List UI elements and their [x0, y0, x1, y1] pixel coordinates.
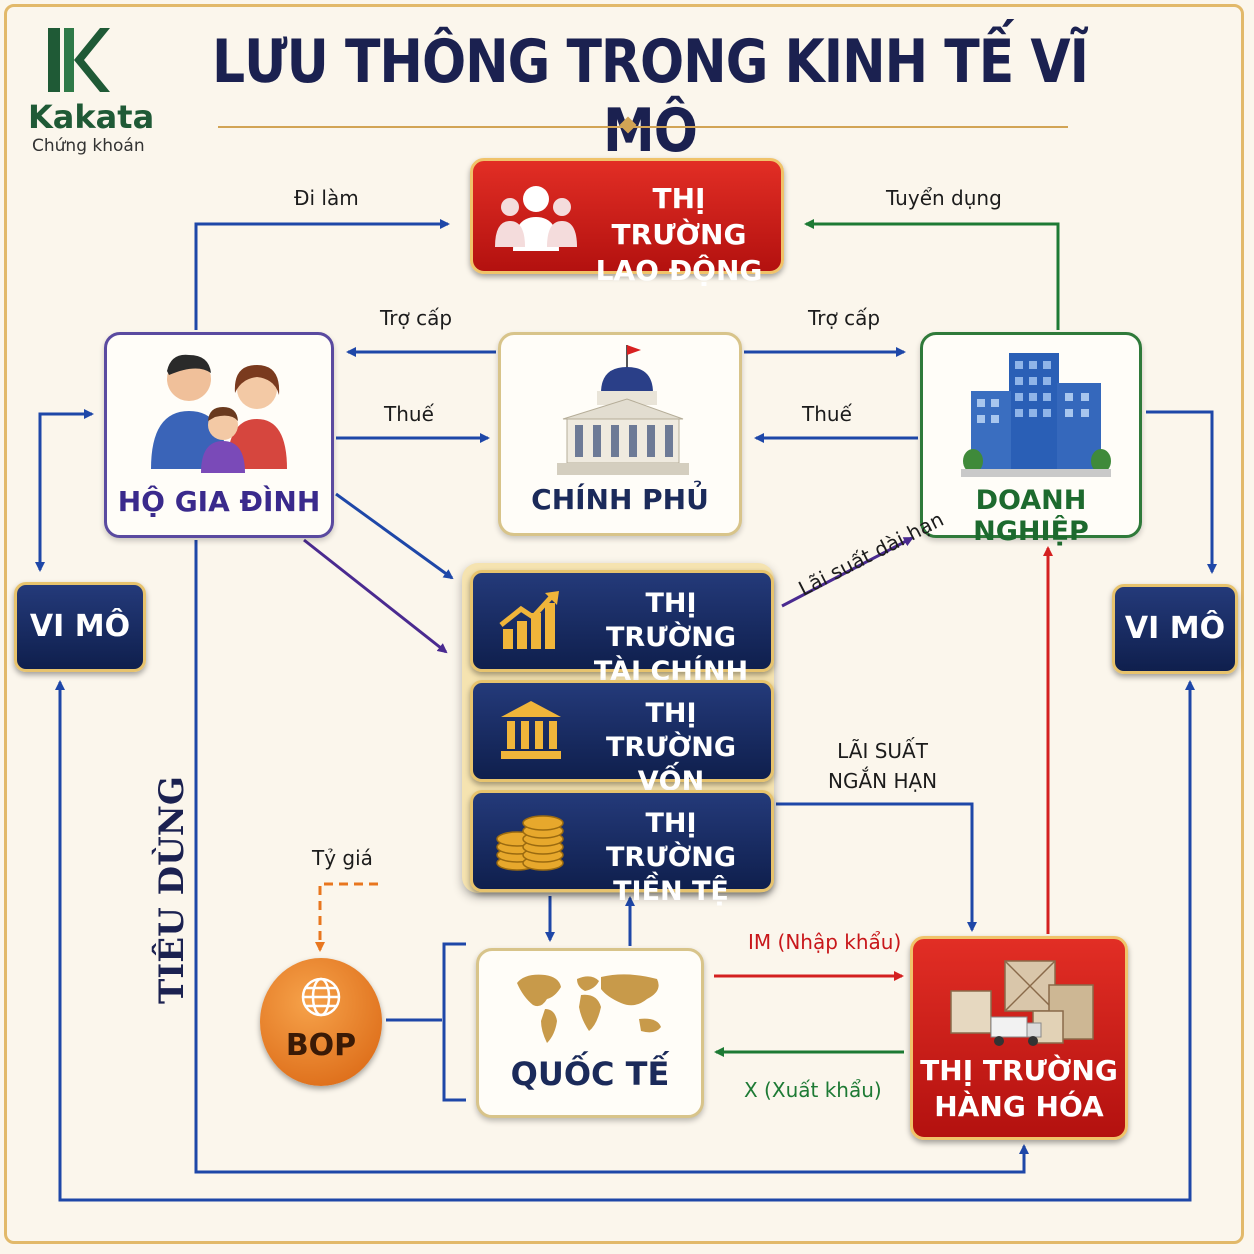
coins-icon: [496, 815, 564, 871]
capital-market-line1: THỊ TRƯỜNG: [605, 698, 737, 763]
micro-left-label: VI MÔ: [29, 609, 131, 644]
arrow-go-to-work: [194, 219, 450, 330]
brand-name: Kakata: [28, 98, 155, 136]
flow-exports: X (Xuất khẩu): [744, 1078, 882, 1102]
flow-short-rate-line1: LÃI SUẤT: [837, 739, 928, 763]
flow-exchange-rate: Tỷ giá: [312, 846, 373, 870]
arrow-hiring: [804, 219, 1060, 330]
money-market-line2: TIỀN TỆ: [613, 876, 729, 907]
rising-chart-icon: [499, 591, 559, 649]
international-node: QUỐC TẾ: [476, 948, 704, 1118]
household-label: HỘ GIA ĐÌNH: [117, 485, 321, 518]
capital-market-node: THỊ TRƯỜNG VỐN: [470, 680, 774, 797]
financial-market-line1: THỊ TRƯỜNG: [605, 588, 737, 653]
arrow-consumption: [194, 540, 1029, 1174]
government-node: CHÍNH PHỦ: [498, 332, 742, 536]
labor-market-line1: THỊ TRƯỜNG: [611, 182, 747, 251]
brand-subtitle: Chứng khoán: [32, 136, 145, 156]
flow-tax-left: Thuế: [384, 402, 434, 426]
people-icon: [495, 186, 577, 251]
flow-go-to-work: Đi làm: [294, 186, 359, 210]
arrow-outer-right: [1024, 680, 1195, 1202]
bop-node: BOP: [260, 958, 382, 1086]
financial-market-node: THỊ TRƯỜNG TÀI CHÍNH: [470, 570, 774, 687]
office-buildings-icon: [961, 353, 1111, 477]
title-divider: [218, 126, 1068, 128]
arrow-long-rate: [781, 536, 914, 608]
flow-tax-right: Thuế: [802, 402, 852, 426]
government-building-icon: [557, 345, 689, 475]
goods-market-node: THỊ TRƯỜNG HÀNG HÓA: [910, 936, 1128, 1140]
arrow-short-rate: [776, 802, 977, 932]
kakata-logo-icon: [48, 28, 110, 92]
arrow-micro-left-up: [38, 409, 94, 570]
arrow-household-to-finance: [335, 492, 454, 580]
globe-icon: [301, 977, 341, 1017]
business-label: DOANH NGHIỆP: [973, 485, 1089, 547]
government-label: CHÍNH PHỦ: [531, 483, 709, 516]
flow-consumption: TIÊU DÙNG: [152, 776, 192, 1004]
flow-subsidy-left: Trợ cấp: [380, 306, 453, 330]
goods-market-line2: HÀNG HÓA: [934, 1090, 1104, 1123]
arrow-household-to-finance-purple: [303, 538, 448, 654]
labor-market-line2: LAO ĐỘNG: [595, 254, 763, 287]
labor-market-node: THỊ TRƯỜNG LAO ĐỘNG: [470, 158, 784, 287]
micro-left-node: VI MÔ: [14, 582, 146, 672]
bop-label: BOP: [285, 1028, 357, 1063]
bop-bracket: [386, 942, 466, 1102]
household-node: HỘ GIA ĐÌNH: [104, 332, 334, 538]
arrow-outer-left: [55, 680, 1024, 1202]
flow-short-rate-line2: NGẮN HẠN: [828, 769, 938, 793]
micro-right-label: VI MÔ: [1124, 611, 1226, 646]
page-title: LƯU THÔNG TRONG KINH TẾ VĨ MÔ: [212, 28, 1089, 166]
cargo-boxes-icon: [950, 960, 1094, 1046]
micro-right-node: VI MÔ: [1112, 584, 1238, 674]
goods-market-line1: THỊ TRƯỜNG: [920, 1054, 1118, 1087]
bank-columns-icon: [501, 701, 561, 759]
business-node: DOANH NGHIỆP: [920, 332, 1142, 547]
flow-subsidy-right: Trợ cấp: [808, 306, 881, 330]
money-market-line1: THỊ TRƯỜNG: [605, 808, 737, 873]
family-icon: [151, 354, 287, 473]
money-market-node: THỊ TRƯỜNG TIỀN TỆ: [470, 790, 774, 907]
flow-short-rate: LÃI SUẤT NGẮN HẠN: [828, 736, 937, 796]
arrow-exchange-rate: [315, 882, 378, 952]
world-map-icon: [517, 974, 661, 1043]
flow-hiring: Tuyển dụng: [886, 186, 1002, 210]
international-label: QUỐC TẾ: [510, 1055, 670, 1093]
arrow-micro-right: [1146, 410, 1217, 574]
flow-imports: IM (Nhập khẩu): [748, 930, 902, 954]
